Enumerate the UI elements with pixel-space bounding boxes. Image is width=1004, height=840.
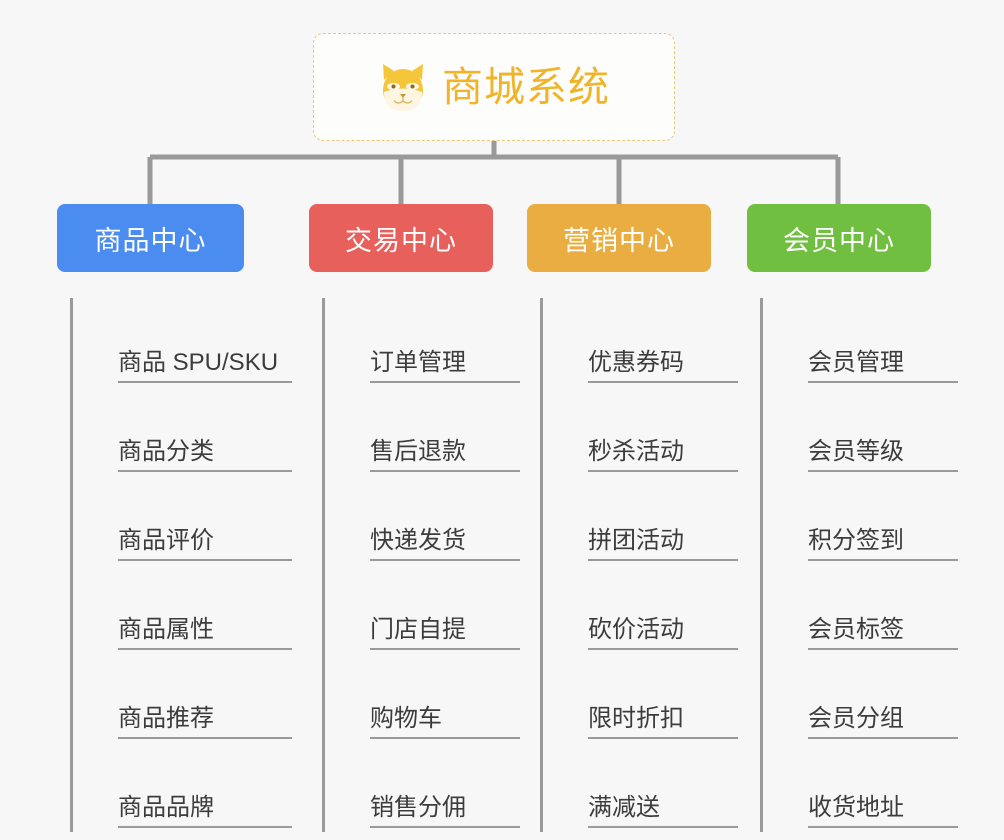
sub-item[interactable]: 商品推荐 <box>74 654 292 743</box>
sub-item-label: 商品分类 <box>118 438 292 472</box>
category-column-product-center: 商品中心 商品 SPU/SKU 商品分类 商品评价 商品属性 商品推荐 商品品牌 <box>57 204 292 832</box>
category-column-marketing-center: 营销中心 优惠券码 秒杀活动 拼团活动 砍价活动 限时折扣 满减送 <box>527 204 738 832</box>
sub-item-label: 商品品牌 <box>118 794 292 828</box>
sub-item[interactable]: 购物车 <box>326 654 520 743</box>
sub-item-label: 商品属性 <box>118 616 292 650</box>
sub-item[interactable]: 会员等级 <box>764 387 958 476</box>
sub-item-label: 砍价活动 <box>588 616 738 650</box>
sub-item[interactable]: 满减送 <box>544 743 738 832</box>
sub-item[interactable]: 商品属性 <box>74 565 292 654</box>
category-header-trade-center[interactable]: 交易中心 <box>309 204 493 272</box>
sub-item-label: 优惠券码 <box>588 349 738 383</box>
sub-item[interactable]: 收货地址 <box>764 743 958 832</box>
sub-item[interactable]: 商品分类 <box>74 387 292 476</box>
sub-item[interactable]: 商品 SPU/SKU <box>74 298 292 387</box>
category-label: 商品中心 <box>94 225 207 256</box>
category-label: 营销中心 <box>563 225 675 256</box>
sub-item-list: 商品 SPU/SKU 商品分类 商品评价 商品属性 商品推荐 商品品牌 <box>70 298 292 832</box>
sub-item-label: 售后退款 <box>370 438 520 472</box>
category-column-trade-center: 交易中心 订单管理 售后退款 快递发货 门店自提 购物车 销售分佣 <box>309 204 520 832</box>
category-label: 会员中心 <box>783 225 895 256</box>
sub-item[interactable]: 会员标签 <box>764 565 958 654</box>
sub-item[interactable]: 拼团活动 <box>544 476 738 565</box>
sub-item[interactable]: 会员分组 <box>764 654 958 743</box>
sub-item-label: 商品推荐 <box>118 705 292 739</box>
sub-item[interactable]: 积分签到 <box>764 476 958 565</box>
sub-item[interactable]: 会员管理 <box>764 298 958 387</box>
sub-item[interactable]: 商品评价 <box>74 476 292 565</box>
sub-item-label: 积分签到 <box>808 527 958 561</box>
category-header-member-center[interactable]: 会员中心 <box>747 204 931 272</box>
sub-item-label: 商品评价 <box>118 527 292 561</box>
sub-item-label: 满减送 <box>588 794 738 828</box>
sub-item[interactable]: 限时折扣 <box>544 654 738 743</box>
sub-item-list: 优惠券码 秒杀活动 拼团活动 砍价活动 限时折扣 满减送 <box>540 298 738 832</box>
sub-item[interactable]: 销售分佣 <box>326 743 520 832</box>
sub-item-label: 限时折扣 <box>588 705 738 739</box>
root-title: 商城系统 <box>442 63 610 110</box>
sub-item-label: 会员分组 <box>808 705 958 739</box>
sub-item-label: 秒杀活动 <box>588 438 738 472</box>
category-label: 交易中心 <box>345 225 457 256</box>
category-column-member-center: 会员中心 会员管理 会员等级 积分签到 会员标签 会员分组 收货地址 <box>747 204 958 832</box>
sub-item[interactable]: 商品品牌 <box>74 743 292 832</box>
sub-item[interactable]: 优惠券码 <box>544 298 738 387</box>
sub-item[interactable]: 砍价活动 <box>544 565 738 654</box>
sub-item-label: 快递发货 <box>370 527 520 561</box>
sub-item-label: 会员管理 <box>808 349 958 383</box>
sub-item-label: 购物车 <box>370 705 520 739</box>
sub-item-list: 订单管理 售后退款 快递发货 门店自提 购物车 销售分佣 <box>322 298 520 832</box>
sub-item[interactable]: 门店自提 <box>326 565 520 654</box>
category-header-product-center[interactable]: 商品中心 <box>57 204 244 272</box>
sub-item-label: 门店自提 <box>370 616 520 650</box>
sub-item-label: 拼团活动 <box>588 527 738 561</box>
sub-item-label: 销售分佣 <box>370 794 520 828</box>
category-header-marketing-center[interactable]: 营销中心 <box>527 204 711 272</box>
sub-item-label: 商品 SPU/SKU <box>118 349 292 383</box>
sub-item-list: 会员管理 会员等级 积分签到 会员标签 会员分组 收货地址 <box>760 298 958 832</box>
sub-item[interactable]: 秒杀活动 <box>544 387 738 476</box>
sub-item-label: 会员等级 <box>808 438 958 472</box>
sub-item-label: 订单管理 <box>370 349 520 383</box>
sub-item-label: 会员标签 <box>808 616 958 650</box>
sub-item[interactable]: 快递发货 <box>326 476 520 565</box>
sub-item[interactable]: 订单管理 <box>326 298 520 387</box>
sub-item[interactable]: 售后退款 <box>326 387 520 476</box>
sub-item-label: 收货地址 <box>808 794 958 828</box>
shiba-dog-icon <box>383 64 423 111</box>
root-node[interactable]: 商城系统 <box>313 33 675 141</box>
